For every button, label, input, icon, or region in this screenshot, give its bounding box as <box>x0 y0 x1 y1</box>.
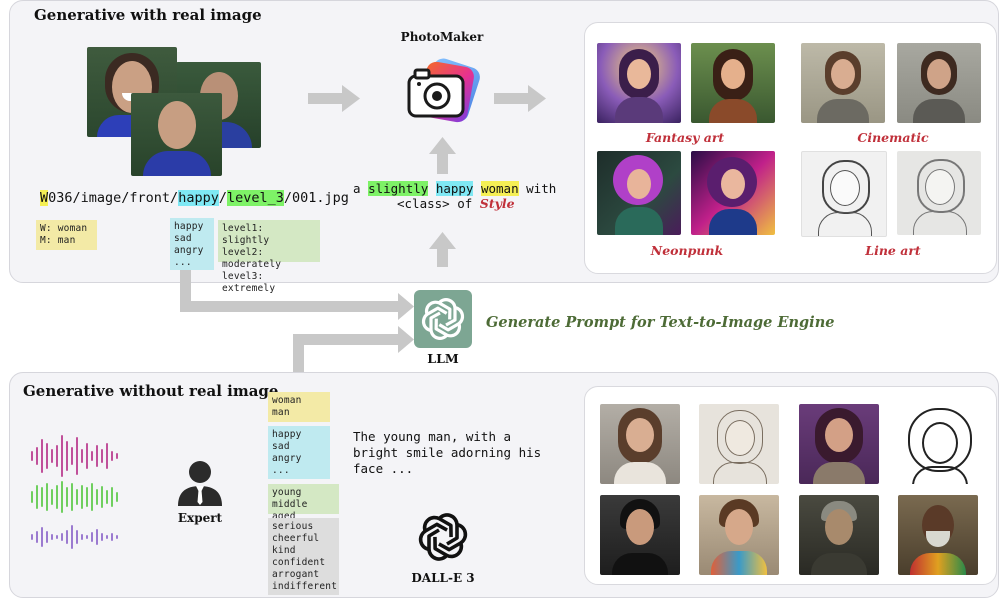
emotion-tag-box: happy sad angry ... <box>170 218 214 270</box>
dalle-prompt-text: The young man, with a bright smile adorn… <box>353 429 542 476</box>
path-separator: / <box>218 190 227 206</box>
generated-portrait <box>799 495 879 575</box>
path-gender-highlight: W <box>40 190 49 206</box>
path-emotion-highlight: happy <box>178 190 219 206</box>
level-tag-box: level1: slightly level2: moderately leve… <box>218 220 320 294</box>
photomaker-label: PhotoMaker <box>400 30 484 44</box>
gender-tag-line: W: woman <box>40 223 88 234</box>
emotion-tag-line: ... <box>272 465 290 476</box>
audio-waveform-icon <box>28 430 122 554</box>
cinematic-image <box>897 43 981 123</box>
gender-tag-line: man <box>272 407 290 418</box>
neonpunk-image <box>691 151 775 235</box>
age-tag-box: young middle aged <box>268 484 339 522</box>
emotion-tag-line: angry <box>174 245 204 256</box>
prompt-class: <class> of <box>397 196 480 211</box>
emotion-tag-box: happy sad angry ... <box>268 426 330 479</box>
generated-portrait <box>799 404 879 484</box>
emotion-tag-line: happy <box>272 429 302 440</box>
arrow-right-icon <box>494 85 546 112</box>
prompt-gender-highlight: woman <box>480 181 519 196</box>
llm-openai-icon <box>414 290 472 348</box>
prompt-emotion-highlight: happy <box>435 181 474 196</box>
level-tag-line: level3: extremely <box>222 271 276 294</box>
caption-fantasy-art: Fantasy art <box>645 130 725 145</box>
input-face-photo-bottom <box>131 93 222 176</box>
photomaker-camera-icon <box>405 58 481 132</box>
line-art-image <box>801 151 887 237</box>
no-real-image-panel-title: Generative without real image <box>23 382 279 400</box>
generated-portrait <box>699 495 779 575</box>
real-image-panel-title: Generative with real image <box>34 6 262 24</box>
gender-tag-box: W: woman M: man <box>36 220 97 250</box>
trait-tag-line: kind <box>272 545 296 556</box>
caption-cinematic: Cinematic <box>857 130 929 145</box>
file-path: W036/image/front/happy/level_3/001.jpg <box>40 190 349 206</box>
generated-portrait <box>898 404 978 484</box>
cinematic-image <box>801 43 885 123</box>
age-tag-line: middle aged <box>272 499 308 522</box>
expert-person-icon <box>176 460 224 506</box>
path-segment: 036/image/front/ <box>48 190 179 206</box>
expert-label: Expert <box>177 511 223 525</box>
dalle-openai-icon <box>413 507 473 567</box>
line-art-image <box>897 151 981 235</box>
prompt-style: Style <box>479 196 515 211</box>
path-suffix: /001.jpg <box>283 190 349 206</box>
generated-portrait <box>600 495 680 575</box>
prompt-word: a <box>353 181 369 196</box>
arrow-right-icon <box>308 85 360 112</box>
fantasy-art-image <box>691 43 775 123</box>
trait-tag-line: cheerful <box>272 533 320 544</box>
emotion-tag-line: sad <box>272 441 290 452</box>
trait-tag-line: indifferent <box>272 581 338 592</box>
llm-label: LLM <box>427 351 459 366</box>
prompt-word: with <box>518 181 557 196</box>
neonpunk-image <box>597 151 681 235</box>
generated-portrait <box>699 404 779 484</box>
generated-portrait <box>600 404 680 484</box>
gender-tag-line: woman <box>272 395 302 406</box>
gender-tag-line: M: man <box>40 235 76 246</box>
trait-tag-line: serious <box>272 521 314 532</box>
prompt-level-highlight: slightly <box>368 181 429 196</box>
photomaker-prompt: a slightly happy woman with <box>353 180 556 197</box>
emotion-tag-line: sad <box>174 233 192 244</box>
generated-portrait <box>898 495 978 575</box>
generate-prompt-label: Generate Prompt for Text-to-Image Engine <box>486 314 835 331</box>
arrow-up-icon <box>429 137 456 174</box>
age-tag-line: young <box>272 487 302 498</box>
connector-arrow <box>293 326 414 390</box>
path-level-highlight: level_3 <box>226 190 284 206</box>
level-tag-line: level2: moderately <box>222 247 282 270</box>
dalle-label: DALL-E 3 <box>411 571 475 585</box>
gender-tag-box: woman man <box>268 392 330 422</box>
trait-tag-line: arrogant <box>272 569 320 580</box>
connector-arrow <box>180 270 414 320</box>
level-tag-line: level1: slightly <box>222 223 270 246</box>
emotion-tag-line: happy <box>174 221 204 232</box>
photomaker-prompt-line2: <class> of Style <box>397 196 515 211</box>
emotion-tag-line: angry <box>272 453 302 464</box>
arrow-up-icon <box>429 232 456 267</box>
caption-neonpunk: Neonpunk <box>650 243 724 258</box>
emotion-tag-line: ... <box>174 257 192 268</box>
caption-line-art: Line art <box>865 243 921 258</box>
fantasy-art-image <box>597 43 681 123</box>
trait-tag-line: confident <box>272 557 326 568</box>
trait-tag-box: serious cheerful kind confident arrogant… <box>268 518 339 595</box>
